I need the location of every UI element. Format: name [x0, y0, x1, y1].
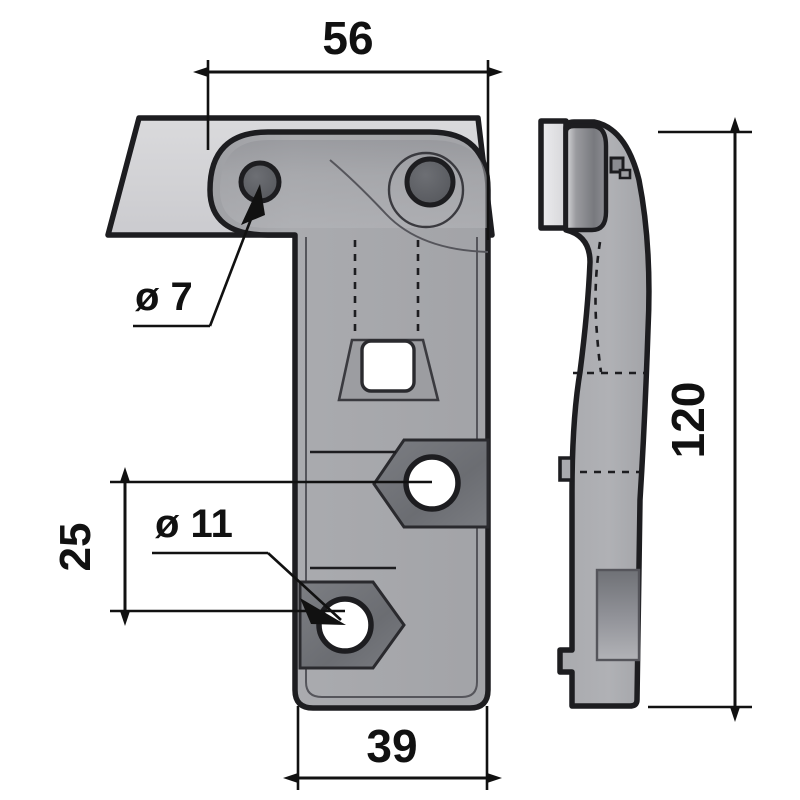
side-bottom-pad [595, 568, 641, 662]
label-diameter-7: ø 7 [133, 184, 265, 328]
side-profile-body [557, 119, 652, 709]
dimension-label-25: 25 [51, 523, 100, 572]
upper-boss-ring [387, 151, 465, 229]
square-hole [360, 339, 416, 393]
label-diameter-11: ø 11 [152, 502, 346, 625]
dimension-label-39: 39 [366, 720, 417, 772]
leader-line-d11 [267, 552, 342, 621]
side-face-plate [538, 118, 569, 231]
dimension-label-56: 56 [322, 12, 373, 64]
upper-boss-hole [404, 156, 456, 208]
side-upper-notch [618, 168, 632, 180]
side-view [538, 118, 652, 709]
dimension-25: 25 [51, 467, 432, 626]
dimension-label-120: 120 [662, 382, 714, 459]
leader-arrow-d11 [300, 598, 346, 625]
label-text-diameter-7: ø 7 [135, 275, 193, 319]
leader-arrow-d7 [241, 184, 265, 225]
side-lower-notch [558, 456, 574, 482]
label-text-diameter-11: ø 11 [155, 502, 233, 546]
body-inner-edge [305, 237, 478, 698]
dimension-120: 120 [648, 117, 752, 722]
side-hidden-curve [594, 241, 603, 373]
dimension-39: 39 [283, 706, 502, 790]
leader-line-d7 [208, 205, 258, 327]
front-view [105, 115, 495, 711]
head-inner-contour [329, 159, 489, 253]
main-body-plate [207, 129, 491, 711]
side-head-block [563, 123, 609, 233]
dimension-56: 56 [193, 12, 503, 240]
